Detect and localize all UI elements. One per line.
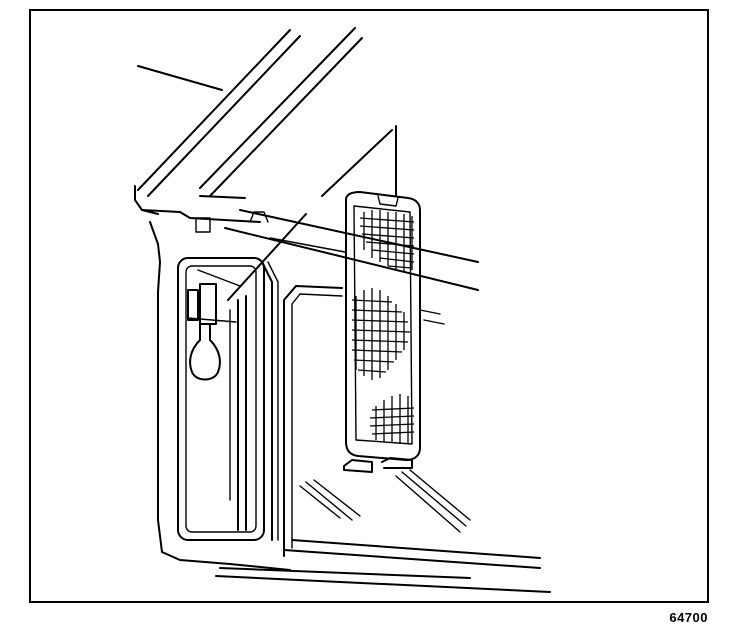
lamp-bulb-icon [189,323,221,381]
lamp-housing [149,221,343,571]
bottom-rails [215,469,551,593]
lens-mesh-middle [351,288,411,380]
diagram-frame [29,9,709,603]
roof-panel [134,27,479,325]
lens-mesh-top [359,210,415,272]
perforated-lamp-lens-icon [343,191,421,473]
leader-lines [227,125,397,301]
figure-number: 64700 [669,610,708,625]
lens-mesh-bottom [369,394,415,444]
